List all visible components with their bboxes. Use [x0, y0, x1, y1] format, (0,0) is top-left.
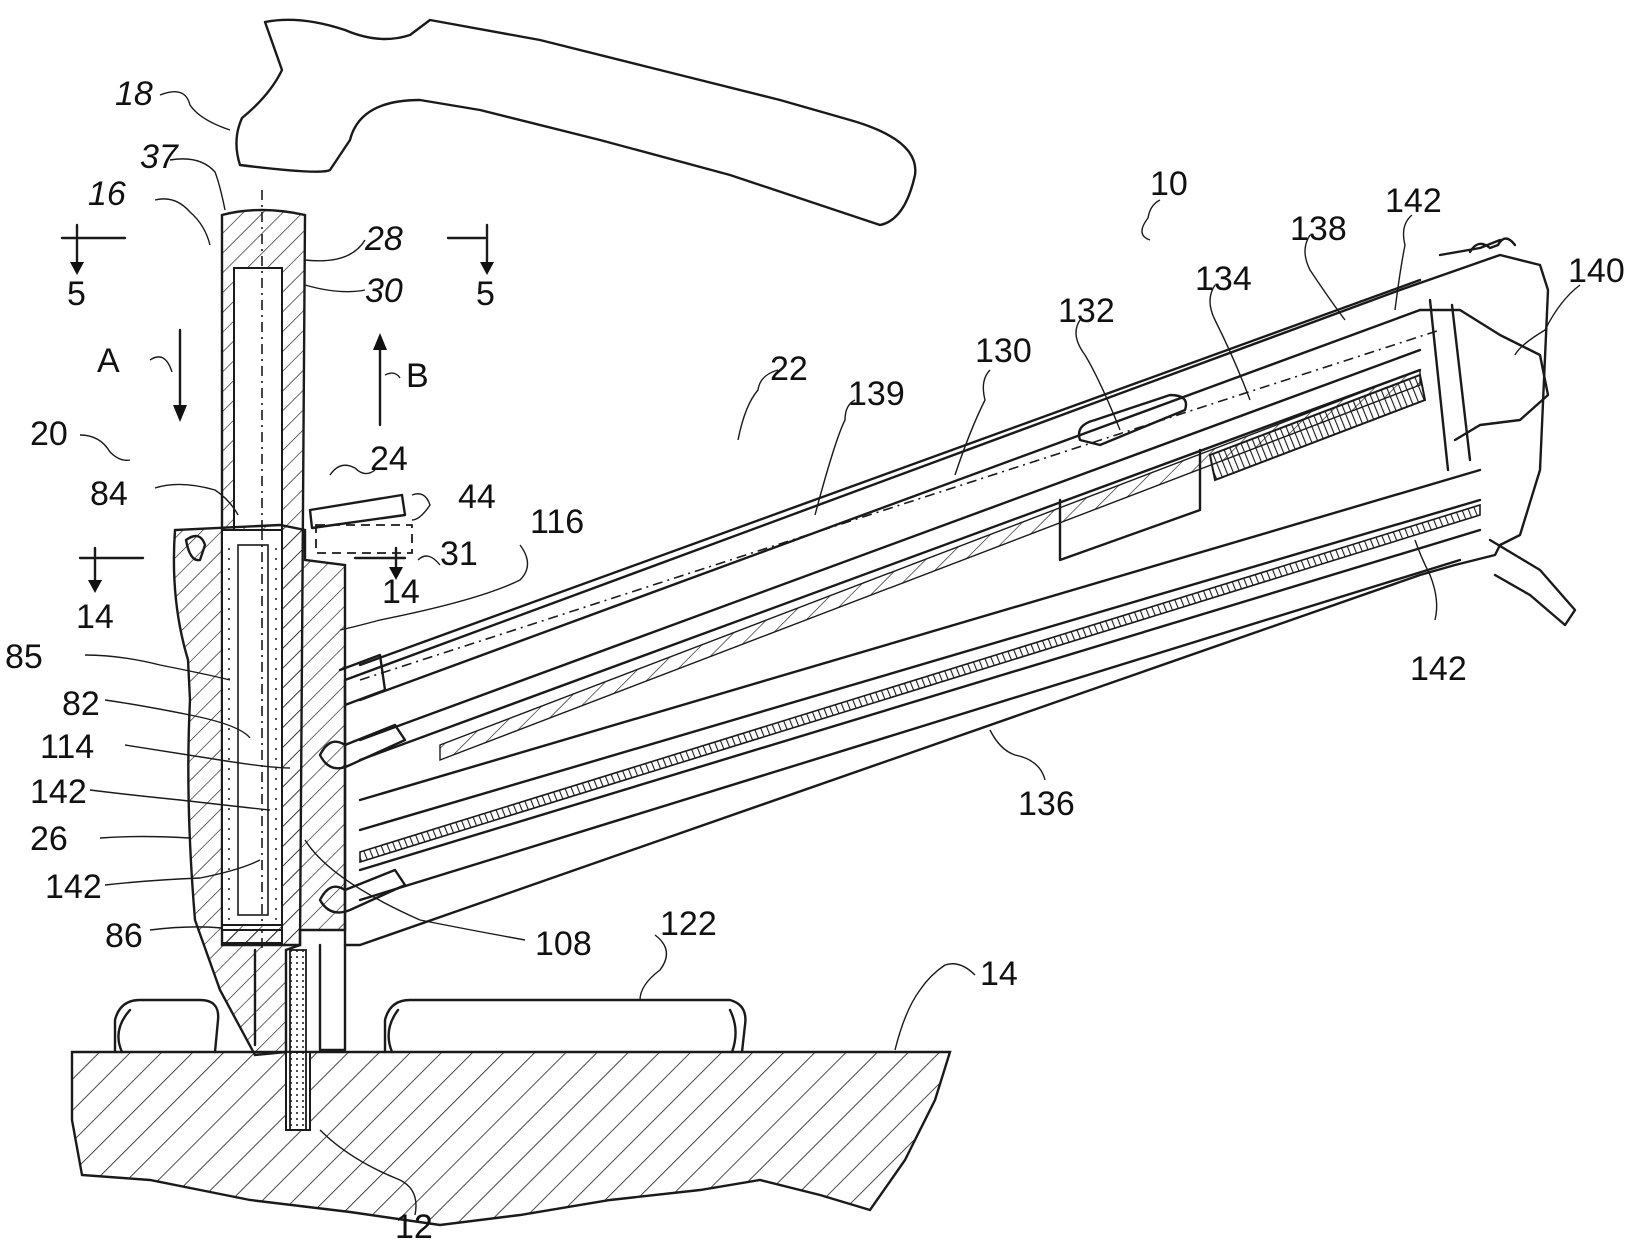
label-114: 114 — [40, 728, 94, 766]
label-B: B — [406, 357, 429, 395]
label-22: 22 — [770, 350, 808, 388]
label-A: A — [97, 342, 120, 380]
label-84: 84 — [90, 475, 128, 513]
label-10: 10 — [1150, 165, 1188, 203]
label-14-section-left: 14 — [76, 598, 114, 636]
label-26: 26 — [30, 820, 68, 858]
label-5-right: 5 — [476, 275, 495, 313]
label-132: 132 — [1058, 292, 1115, 330]
flooring-boards — [115, 1000, 745, 1052]
label-18: 18 — [115, 75, 153, 113]
label-142-d: 142 — [1410, 650, 1467, 688]
label-37: 37 — [140, 138, 179, 176]
floor-surface — [72, 950, 950, 1225]
label-28: 28 — [364, 220, 403, 258]
label-20: 20 — [30, 415, 68, 453]
label-122: 122 — [660, 905, 717, 943]
label-140: 140 — [1568, 252, 1625, 290]
mallet — [236, 20, 915, 225]
label-142-a: 142 — [30, 773, 87, 811]
magazine-body — [320, 239, 1575, 946]
label-142-c: 142 — [1385, 182, 1442, 220]
handle-housing — [174, 525, 345, 1055]
label-134: 134 — [1195, 260, 1252, 298]
label-136: 136 — [1018, 785, 1075, 823]
label-116: 116 — [530, 503, 584, 541]
label-30: 30 — [365, 272, 403, 310]
label-138: 138 — [1290, 210, 1347, 248]
label-108: 108 — [535, 925, 592, 963]
label-44: 44 — [458, 478, 496, 516]
label-14-section-right: 14 — [382, 573, 420, 611]
label-14-floor: 14 — [980, 955, 1018, 993]
label-31: 31 — [440, 535, 478, 573]
label-142-b: 142 — [45, 868, 102, 906]
label-16: 16 — [88, 175, 126, 213]
label-85: 85 — [5, 638, 43, 676]
label-139: 139 — [848, 375, 905, 413]
label-86: 86 — [105, 917, 143, 955]
label-5-left: 5 — [67, 275, 86, 313]
label-130: 130 — [975, 332, 1032, 370]
label-82: 82 — [62, 685, 100, 723]
label-12: 12 — [395, 1208, 433, 1243]
label-24: 24 — [370, 440, 408, 478]
trigger-plate — [310, 495, 412, 553]
